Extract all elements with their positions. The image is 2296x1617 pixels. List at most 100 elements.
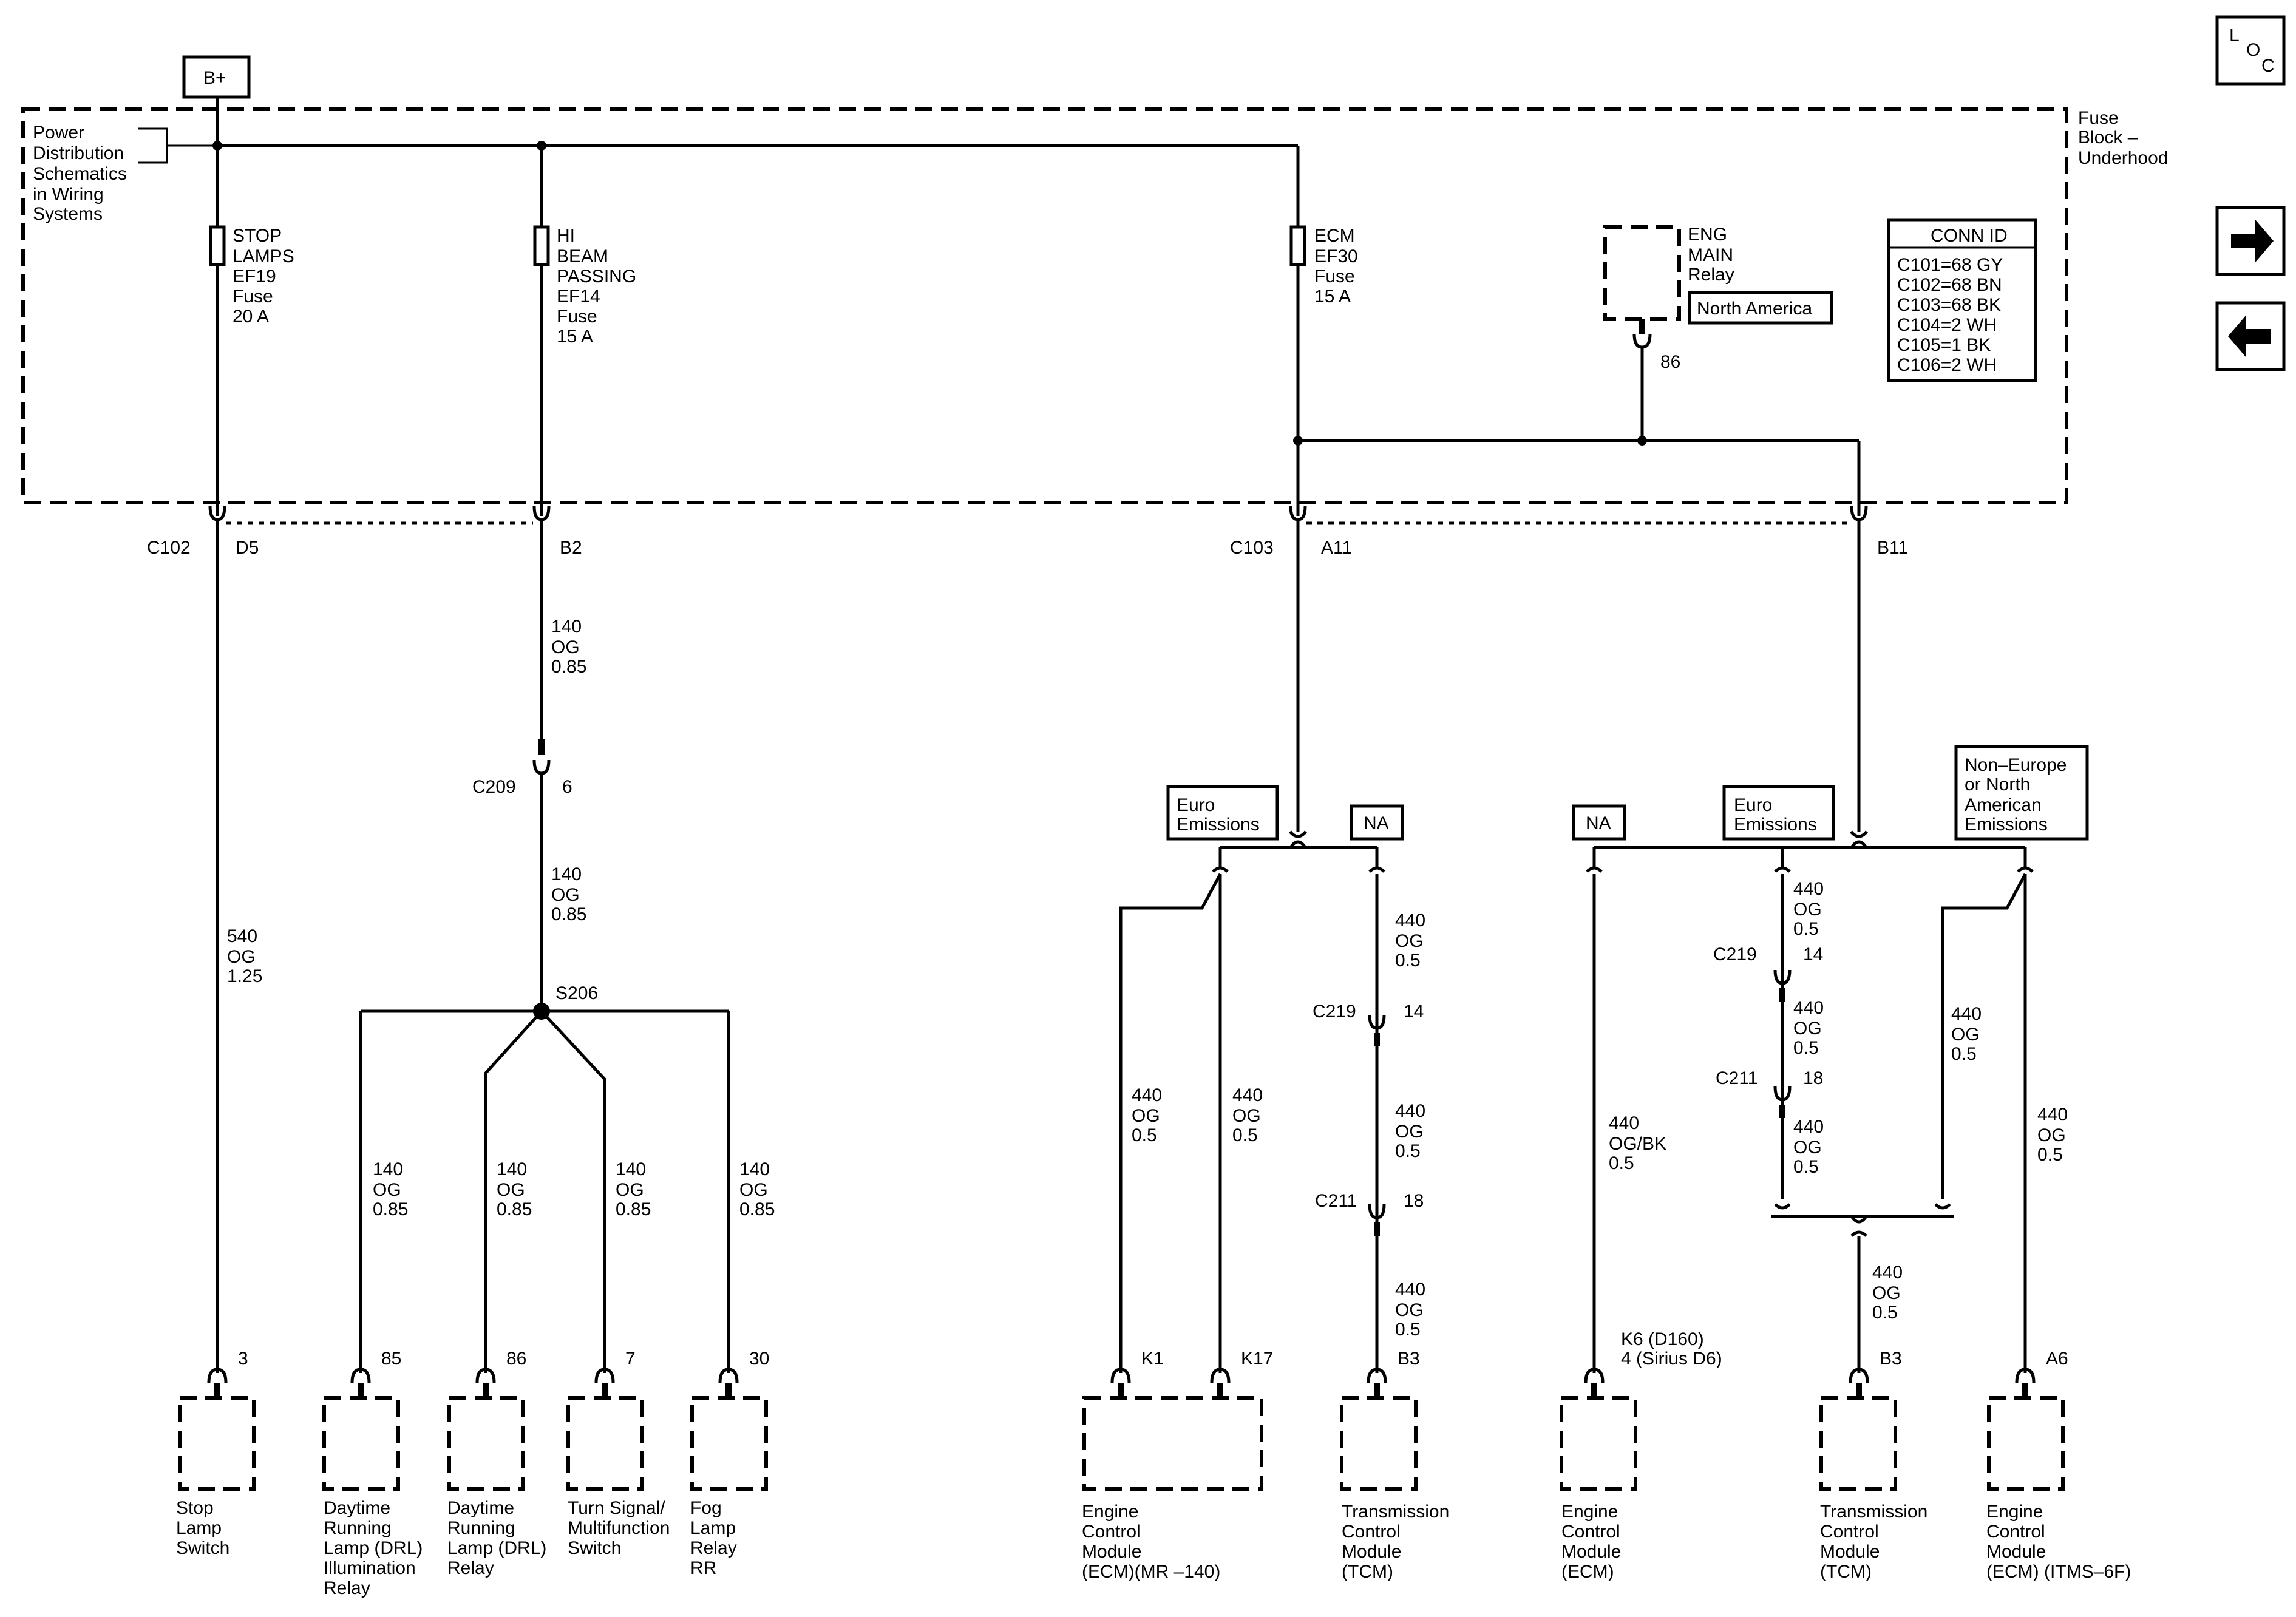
svg-text:0.85: 0.85 (497, 1199, 532, 1219)
svg-text:440: 440 (1395, 1280, 1425, 1300)
non-europe-option: Non–Europe or North American Emissions (1954, 745, 2089, 841)
conn-id-row: C105=1 BK (1897, 335, 1991, 355)
svg-text:OG: OG (1793, 1137, 1822, 1158)
svg-text:Engine: Engine (1082, 1502, 1138, 1522)
na-option-2: NA (1572, 804, 1626, 841)
ecm-fuse-label: ECM EF30 Fuse 15 A (1314, 226, 1358, 307)
b11-label: B11 (1877, 538, 1908, 558)
svg-text:440: 440 (1609, 1113, 1639, 1133)
svg-text:Relay: Relay (324, 1578, 370, 1598)
svg-text:0.5: 0.5 (1609, 1153, 1634, 1173)
hi-beam-fuse-label: HI BEAM PASSING EF14 Fuse 15 A (557, 226, 636, 347)
wire-140-b1-label: 140 OG 0.85 (373, 1159, 408, 1219)
conn-id-row: C102=68 BN (1897, 275, 2002, 295)
svg-text:Schematics: Schematics (33, 164, 127, 184)
svg-text:LAMPS: LAMPS (233, 246, 294, 266)
ecm-pin-a6 (2017, 1369, 2034, 1396)
pin-k6-alt-label: 4 (Sirius D6) (1621, 1349, 1722, 1369)
svg-text:Underhood: Underhood (2078, 148, 2168, 168)
na-option-1: NA (1350, 804, 1404, 841)
svg-text:OG: OG (1232, 1106, 1261, 1126)
pin-86-label: 86 (506, 1349, 526, 1369)
svg-text:OG: OG (1132, 1106, 1160, 1126)
svg-text:Lamp: Lamp (690, 1518, 736, 1538)
svg-text:0.5: 0.5 (1132, 1125, 1157, 1145)
c219-label-1: C219 (1313, 1002, 1356, 1022)
ecm-pin-k1 (1112, 1369, 1129, 1396)
svg-text:(TCM): (TCM) (1342, 1562, 1393, 1582)
wire-440-e-mid-label: 440 OG 0.5 (1793, 998, 1824, 1058)
svg-text:Control: Control (1342, 1522, 1401, 1542)
wire-440-ogbk-label: 440 OG/BK 0.5 (1609, 1113, 1666, 1173)
drl-relay-label: Daytime Running Lamp (DRL) Relay (447, 1498, 546, 1578)
svg-text:140: 140 (551, 617, 582, 637)
pin-30-label: 30 (749, 1349, 769, 1369)
wire-440-tcm2-label: 440 OG 0.5 (1872, 1263, 1903, 1323)
svg-text:0.85: 0.85 (373, 1199, 408, 1219)
svg-text:Block –: Block – (2078, 127, 2138, 147)
svg-text:Emissions: Emissions (1177, 815, 1260, 835)
svg-text:OG: OG (227, 947, 256, 967)
svg-text:0.85: 0.85 (739, 1199, 775, 1219)
drl-relay-pin-86 (477, 1369, 494, 1396)
svg-text:Module: Module (1342, 1542, 1401, 1562)
svg-text:Control: Control (1561, 1522, 1620, 1542)
fog-lamp-relay-label: Fog Lamp Relay RR (690, 1498, 737, 1578)
svg-text:Relay: Relay (1688, 265, 1734, 285)
svg-text:Fuse: Fuse (557, 307, 597, 327)
conn-id-row: C101=68 GY (1897, 255, 2003, 275)
svg-text:440: 440 (1395, 1101, 1425, 1121)
c209-connector (532, 759, 551, 775)
svg-text:Emissions: Emissions (1965, 815, 2048, 835)
arrow-left-icon[interactable] (2215, 301, 2286, 371)
drl-illum-pin-85 (352, 1369, 369, 1396)
svg-text:Control: Control (1986, 1522, 2045, 1542)
svg-text:Turn Signal/: Turn Signal/ (568, 1498, 665, 1518)
euro-emissions-option-2: Euro Emissions (1722, 785, 1835, 841)
conn-id-row: C103=68 BK (1897, 295, 2001, 315)
arrow-right-icon[interactable] (2215, 206, 2286, 276)
c103-label: C103 (1230, 538, 1274, 558)
eng-main-relay-label: ENG MAIN Relay (1688, 225, 1734, 285)
svg-text:440: 440 (1872, 1263, 1903, 1283)
svg-text:15 A: 15 A (557, 327, 593, 347)
loc-box[interactable]: L O C (2215, 15, 2286, 86)
svg-text:OG: OG (616, 1180, 644, 1200)
svg-text:EF14: EF14 (557, 286, 600, 307)
svg-text:440: 440 (1793, 879, 1824, 899)
svg-text:OG: OG (1395, 1300, 1424, 1320)
svg-text:OG: OG (1395, 931, 1424, 951)
svg-text:15 A: 15 A (1314, 286, 1351, 307)
svg-text:OG: OG (1793, 1019, 1822, 1039)
wire-540-label: 540 OG 1.25 (227, 926, 262, 986)
svg-text:Module: Module (1082, 1542, 1141, 1562)
pin-b3-label-2: B3 (1880, 1349, 1902, 1369)
ecm-mr140-module (1082, 1396, 1263, 1491)
pin-k6-label: K6 (D160) (1621, 1329, 1704, 1349)
conn-id-title: CONN ID (1931, 226, 2008, 246)
conn-id-row: C106=2 WH (1897, 355, 1997, 375)
svg-text:140: 140 (739, 1159, 770, 1179)
wire-140-mid-label: 140 OG 0.85 (551, 864, 586, 924)
stop-lamp-switch-label: Stop Lamp Switch (176, 1498, 229, 1558)
wire-440-e-bot-label: 440 OG 0.5 (1793, 1117, 1824, 1177)
wire-440-ne-label: 440 OG 0.5 (1951, 1004, 1982, 1064)
svg-text:OG: OG (2037, 1125, 2066, 1145)
wire-140-top-label: 140 OG 0.85 (551, 617, 586, 677)
svg-text:0.85: 0.85 (616, 1199, 651, 1219)
stop-lamp-switch (178, 1396, 256, 1491)
drl-relay (447, 1396, 525, 1491)
svg-text:NA: NA (1364, 813, 1389, 833)
d5-label: D5 (236, 538, 259, 558)
svg-text:(ECM) (ITMS–6F): (ECM) (ITMS–6F) (1986, 1562, 2131, 1582)
svg-text:Fog: Fog (690, 1498, 722, 1518)
svg-text:140: 140 (373, 1159, 403, 1179)
ecm-pin-k6 (1586, 1369, 1603, 1396)
svg-text:Module: Module (1820, 1542, 1880, 1562)
svg-text:0.5: 0.5 (1872, 1303, 1898, 1323)
c211-pin-1: 18 (1404, 1191, 1424, 1211)
svg-text:Engine: Engine (1986, 1502, 2043, 1522)
ecm-module-2 (1560, 1396, 1637, 1491)
svg-text:ECM: ECM (1314, 226, 1355, 246)
